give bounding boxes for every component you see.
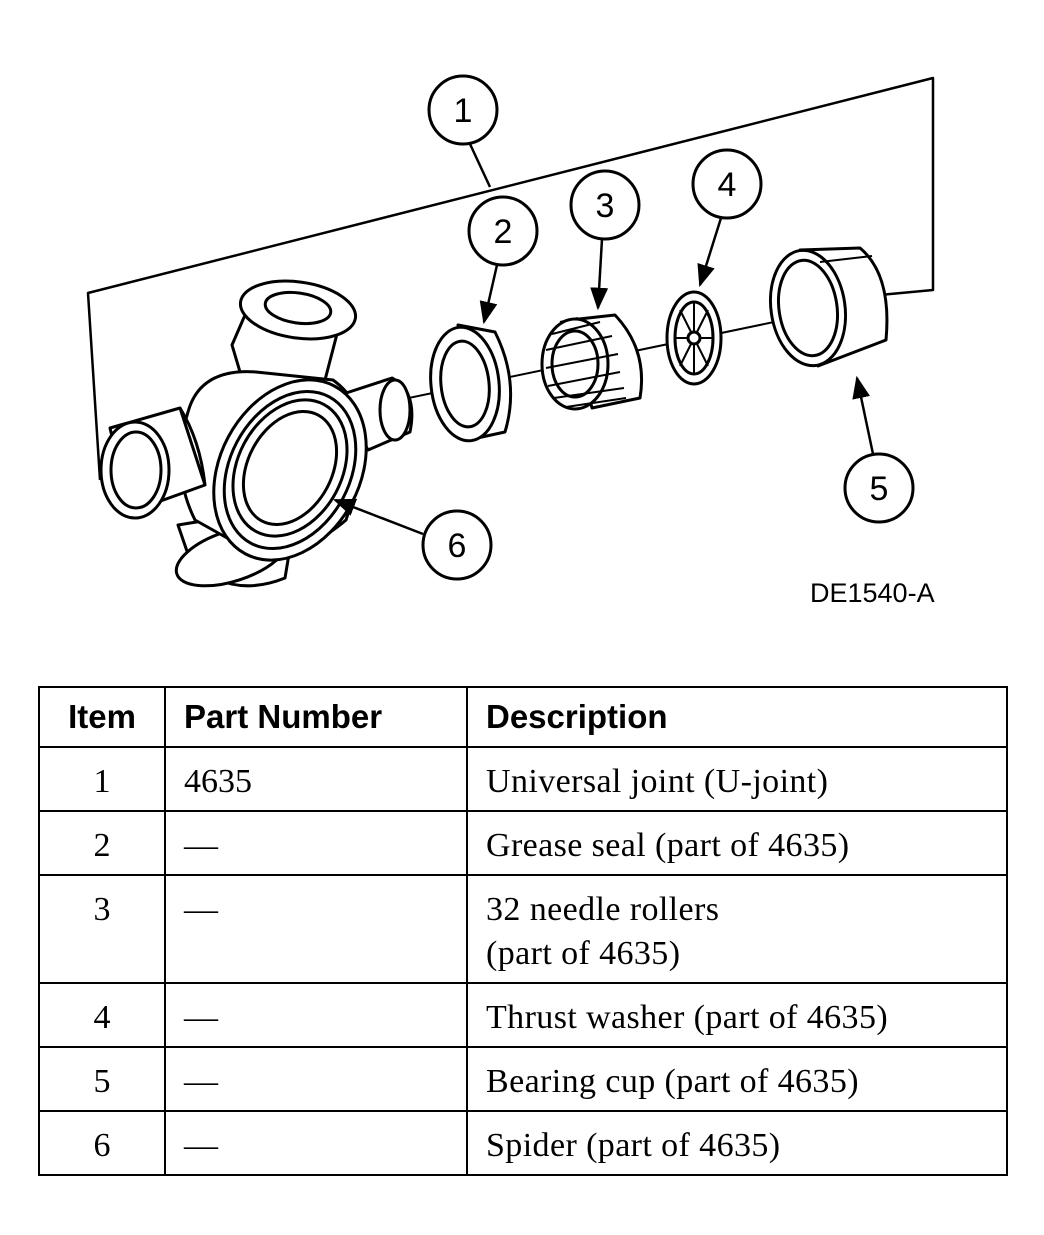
thrust-washer (665, 290, 723, 386)
table-row: 1 4635 Universal joint (U-joint) (38, 746, 1008, 812)
u-joint-exploded-diagram: 1 2 3 4 5 6 DE1540-A (86, 74, 935, 608)
callout-4-label: 4 (718, 166, 737, 204)
cell-part-number: 4635 (164, 746, 468, 812)
parts-table: Item Part Number Description 1 4635 Univ… (38, 686, 1008, 1176)
cell-part-number: — (164, 982, 468, 1048)
table-row: 6 — Spider (part of 4635) (38, 1110, 1008, 1176)
cell-description: Universal joint (U-joint) (466, 746, 1008, 812)
bearing-cup (768, 246, 889, 368)
cell-description: 32 needle rollers (part of 4635) (466, 874, 1008, 984)
header-description: Description (466, 686, 1008, 748)
table-row: 5 — Bearing cup (part of 4635) (38, 1046, 1008, 1112)
cell-part-number: — (164, 810, 468, 876)
header-part-number: Part Number (164, 686, 468, 748)
cell-part-number: — (164, 874, 468, 984)
cell-item: 5 (38, 1046, 166, 1112)
needle-rollers (540, 313, 644, 411)
cell-description: Spider (part of 4635) (466, 1110, 1008, 1176)
cell-item: 4 (38, 982, 166, 1048)
callout-5-label: 5 (870, 470, 889, 508)
cell-description: Bearing cup (part of 4635) (466, 1046, 1008, 1112)
leader-lines (332, 143, 875, 536)
table-header-row: Item Part Number Description (38, 686, 1008, 748)
grease-seal (429, 323, 513, 443)
spider-assembly (99, 279, 414, 588)
cell-item: 1 (38, 746, 166, 812)
callout-3-label: 3 (596, 187, 615, 225)
cell-item: 6 (38, 1110, 166, 1176)
cell-description: Thrust washer (part of 4635) (466, 982, 1008, 1048)
callout-circles (421, 74, 915, 581)
item-1-bracket (86, 76, 935, 481)
cell-part-number: — (164, 1110, 468, 1176)
table-row: 4 — Thrust washer (part of 4635) (38, 982, 1008, 1048)
callout-6-label: 6 (448, 527, 467, 565)
figure-id-label: DE1540-A (810, 578, 935, 608)
cell-description: Grease seal (part of 4635) (466, 810, 1008, 876)
cell-part-number: — (164, 1046, 468, 1112)
callout-2-label: 2 (494, 213, 513, 251)
table-row: 3 — 32 needle rollers (part of 4635) (38, 874, 1008, 984)
cell-item: 2 (38, 810, 166, 876)
table-row: 2 — Grease seal (part of 4635) (38, 810, 1008, 876)
callout-1-label: 1 (454, 92, 473, 130)
cell-item: 3 (38, 874, 166, 984)
header-item: Item (38, 686, 166, 748)
